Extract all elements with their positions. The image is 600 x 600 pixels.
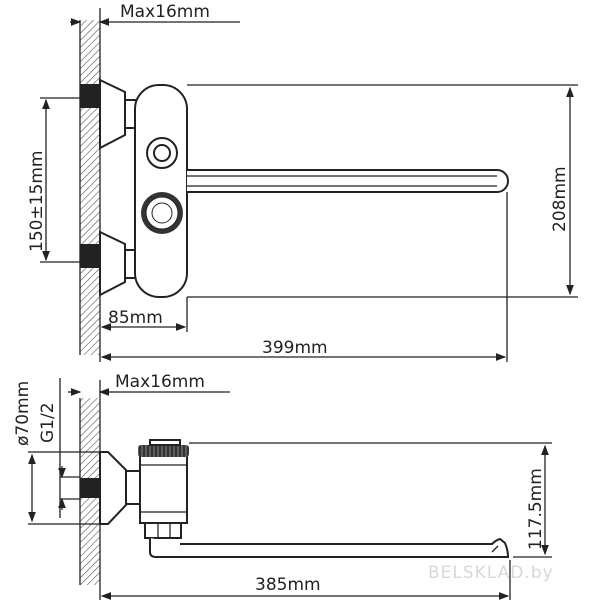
top-inlet-spacing-label: 150±15mm — [27, 151, 47, 252]
wall-hatch — [80, 20, 100, 355]
watermark: BELSKLAD.by — [428, 563, 554, 583]
side-spout-length-label: 385mm — [255, 575, 321, 595]
top-view: Max16mm 208mm 150±15mm 8 — [27, 2, 578, 362]
top-body-offset-label: 85mm — [108, 308, 163, 328]
side-flange-diameter-label: ø70mm — [13, 381, 33, 446]
mixer-body — [134, 84, 188, 298]
knurled-cap — [138, 445, 189, 457]
side-thread-label: G1/2 — [38, 402, 58, 443]
side-spout-height-label: 117.5mm — [526, 468, 546, 550]
spout-top — [187, 169, 509, 193]
top-total-length-label: 399mm — [262, 338, 328, 358]
top-height-label: 208mm — [550, 166, 570, 232]
top-max-depth-label: Max16mm — [120, 2, 210, 22]
spout-side — [149, 537, 510, 558]
side-view: Max16mm 117.5mm 385mm ø70mm — [13, 372, 552, 600]
side-max-depth-label: Max16mm — [115, 372, 205, 392]
